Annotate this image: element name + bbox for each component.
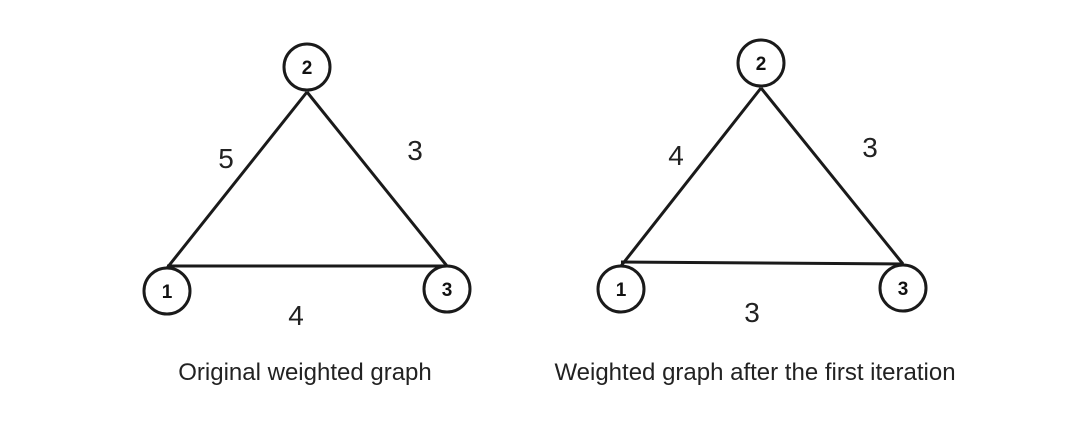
node-2: 2 bbox=[736, 38, 786, 88]
node-1-label: 1 bbox=[162, 282, 173, 303]
node-3-label: 3 bbox=[898, 279, 909, 300]
edge-1-3 bbox=[620, 260, 904, 266]
node-1: 1 bbox=[596, 264, 646, 314]
edge-1-3-weight: 3 bbox=[744, 297, 760, 328]
edge-1-3-weight: 4 bbox=[288, 300, 304, 331]
node-3: 3 bbox=[878, 263, 928, 313]
diagram-after-iteration: 2 1 3 4 3 3 Weighted graph after the fir… bbox=[554, 38, 956, 386]
edge-1-2 bbox=[619, 87, 763, 267]
edge-2-3-weight: 3 bbox=[407, 135, 423, 166]
edge-2-3-weight: 3 bbox=[862, 132, 878, 163]
node-2-label: 2 bbox=[302, 58, 313, 79]
diagram-original: 2 1 3 5 3 4 Original weighted graph bbox=[142, 42, 472, 386]
edge-2-3 bbox=[759, 87, 905, 265]
node-1-label: 1 bbox=[616, 280, 627, 301]
edge-1-2-weight: 4 bbox=[668, 140, 684, 171]
node-2-label: 2 bbox=[756, 54, 767, 75]
edge-1-2 bbox=[165, 91, 309, 269]
node-1: 1 bbox=[142, 266, 192, 316]
node-3-label: 3 bbox=[442, 280, 453, 301]
node-3: 3 bbox=[422, 264, 472, 314]
edge-1-2-weight: 5 bbox=[218, 143, 234, 174]
edge-2-3 bbox=[305, 91, 449, 267]
caption-after-iteration: Weighted graph after the first iteration bbox=[554, 359, 955, 386]
caption-original: Original weighted graph bbox=[178, 359, 432, 386]
node-2: 2 bbox=[282, 42, 332, 92]
